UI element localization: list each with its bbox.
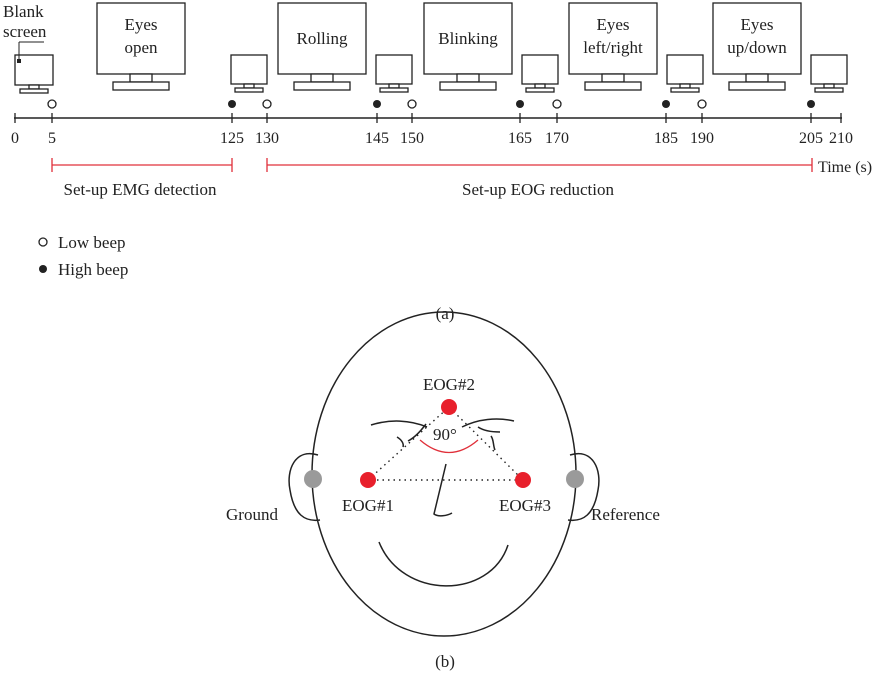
monitor-eyes-left-right	[568, 2, 658, 91]
low-beep-marker	[262, 99, 272, 109]
eog1-electrode	[360, 472, 376, 488]
right-eyebrow	[461, 418, 515, 428]
monitor-small-3	[521, 54, 559, 93]
head-panel: 90° EOG#2 EOG#1 EOG#3 Ground Reference (…	[226, 311, 660, 671]
monitor-eyes-open	[96, 2, 186, 91]
right-eye-mark	[490, 435, 496, 451]
task-blank-line1: Blank	[3, 2, 44, 21]
axis-tick-label: 190	[690, 130, 714, 147]
axis-tick-label: 210	[829, 130, 853, 147]
high-beep-marker	[662, 100, 670, 108]
legend-high-beep-marker	[39, 265, 47, 273]
axis-tick-label: 0	[11, 130, 19, 147]
monitor-rolling	[277, 2, 367, 91]
axis-tick-label: 145	[365, 130, 389, 147]
legend: Low beep High beep	[38, 233, 128, 279]
phase-emg-label: Set-up EMG detection	[64, 180, 217, 199]
monitor-small-4	[666, 54, 704, 93]
monitor-blank-screen	[14, 54, 54, 94]
task-blank-line2: screen	[3, 22, 47, 41]
low-beep-marker	[407, 99, 417, 109]
phase-bracket-eog	[266, 158, 813, 172]
axis-unit-label: Time (s)	[818, 159, 872, 176]
legend-high-beep-label: High beep	[58, 260, 128, 279]
angle-label: 90°	[433, 425, 457, 444]
high-beep-marker	[228, 100, 236, 108]
timeline-panel: Blank screen Eyes open Rolling Blinking …	[3, 2, 872, 323]
axis-tick-label: 165	[508, 130, 532, 147]
left-eyebrow	[370, 420, 428, 428]
eog1-label: EOG#1	[342, 496, 394, 515]
phase-eog-label: Set-up EOG reduction	[462, 180, 615, 199]
high-beep-marker	[807, 100, 815, 108]
ground-label: Ground	[226, 505, 278, 524]
task-eyes-open-line1: Eyes	[124, 15, 157, 34]
right-ear	[567, 452, 600, 522]
high-beep-marker	[516, 100, 524, 108]
task-eyes-open-line2: open	[124, 38, 158, 57]
monitor-eyes-up-down	[712, 2, 802, 91]
task-eyes-lr-line1: Eyes	[596, 15, 629, 34]
angle-arc	[419, 439, 479, 453]
low-beep-marker	[552, 99, 562, 109]
eog3-electrode	[515, 472, 531, 488]
task-eyes-ud-line1: Eyes	[740, 15, 773, 34]
eog2-label: EOG#2	[423, 375, 475, 394]
reference-label: Reference	[591, 505, 660, 524]
axis-tick-label: 130	[255, 130, 279, 147]
legend-low-beep-label: Low beep	[58, 233, 126, 252]
low-beep-marker	[47, 99, 57, 109]
left-eye-line	[407, 423, 427, 442]
eog2-electrode	[441, 399, 457, 415]
caption-b: (b)	[435, 652, 455, 671]
beep-markers	[47, 99, 815, 109]
axis-tick-label: 5	[48, 130, 56, 147]
monitor-small-1	[230, 54, 268, 93]
axis-tick-label: 150	[400, 130, 424, 147]
axis-tick-label: 205	[799, 130, 823, 147]
right-eye-line	[477, 426, 501, 433]
phase-bracket-emg	[51, 158, 233, 172]
axis-tick-label: 185	[654, 130, 678, 147]
nose	[433, 463, 453, 517]
mouth	[378, 541, 509, 587]
caption-a: (a)	[436, 304, 455, 323]
monitor-small-2	[375, 54, 413, 93]
monitor-small-5	[810, 54, 848, 93]
task-eyes-ud-line2: up/down	[727, 38, 787, 57]
left-ear	[288, 452, 321, 522]
eog3-label: EOG#3	[499, 496, 551, 515]
axis-tick-label: 170	[545, 130, 569, 147]
low-beep-marker	[697, 99, 707, 109]
task-blinking: Blinking	[438, 29, 498, 48]
task-eyes-lr-line2: left/right	[583, 38, 643, 57]
axis-ticks: 0 5 125 130 145 150 165 170 185 190 205 210	[11, 113, 853, 147]
left-eye-mark	[396, 436, 404, 448]
ground-electrode-pad	[304, 470, 322, 488]
monitor-blinking	[423, 2, 513, 91]
axis-tick-label: 125	[220, 130, 244, 147]
task-rolling: Rolling	[296, 29, 348, 48]
legend-low-beep-marker	[38, 237, 48, 247]
reference-electrode-pad	[566, 470, 584, 488]
high-beep-marker	[373, 100, 381, 108]
